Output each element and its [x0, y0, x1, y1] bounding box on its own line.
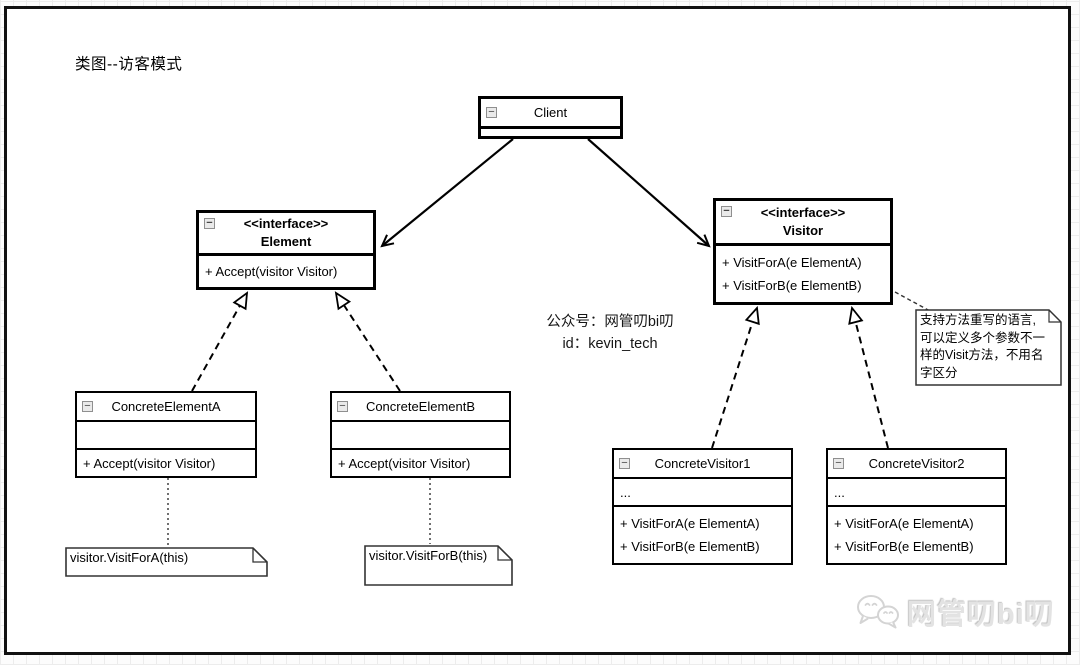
class-concrete-element-a[interactable]: − ConcreteElementA + Accept(visitor Visi…: [75, 391, 257, 478]
watermark-line1: 公众号：网管叨bi叨: [546, 314, 674, 330]
class-element[interactable]: − <<interface>> Element + Accept(visitor…: [196, 210, 376, 290]
wechat-icon: [857, 595, 899, 629]
center-watermark: 公众号：网管叨bi叨 id：kevin_tech: [500, 311, 720, 355]
collapse-icon[interactable]: −: [721, 206, 732, 217]
class-visitor-name: Visitor: [782, 223, 824, 238]
class-concrete-visitor-2-name: ConcreteVisitor2: [868, 456, 965, 471]
class-concrete-visitor-1-fields: ...: [614, 477, 791, 505]
class-concrete-element-b-method: + Accept(visitor Visitor): [332, 448, 509, 476]
class-client[interactable]: − Client: [478, 96, 623, 139]
collapse-icon[interactable]: −: [337, 401, 348, 412]
note-shape: [364, 545, 513, 586]
collapse-icon[interactable]: −: [833, 458, 844, 469]
class-concrete-element-b[interactable]: − ConcreteElementB + Accept(visitor Visi…: [330, 391, 511, 478]
class-concrete-visitor-2-method: + VisitForA(e ElementA): [834, 515, 974, 531]
watermark-line2: id：kevin_tech: [562, 336, 658, 352]
collapse-icon[interactable]: −: [204, 218, 215, 229]
class-client-name: Client: [533, 105, 568, 120]
realization-concreteelementa-element: [191, 291, 249, 392]
class-concrete-element-a-method: + Accept(visitor Visitor): [77, 448, 255, 476]
brand-watermark: 网管叨bi叨: [856, 591, 1055, 633]
note-text: 支持方法重写的语言,可以定义多个参数不一样的Visit方法，不用名字区分: [920, 313, 1046, 380]
collapse-icon[interactable]: −: [619, 458, 630, 469]
class-visitor-method: + VisitForA(e ElementA): [722, 254, 862, 270]
class-element-name: Element: [260, 234, 312, 249]
class-concrete-visitor-1[interactable]: − ConcreteVisitor1 ... + VisitForA(e Ele…: [612, 448, 793, 565]
class-visitor[interactable]: − <<interface>> Visitor + VisitForA(e El…: [713, 198, 893, 305]
class-visitor-stereotype: <<interface>>: [760, 205, 846, 220]
class-visitor-method: + VisitForB(e ElementB): [722, 278, 862, 294]
class-concrete-visitor-2-method: + VisitForB(e ElementB): [834, 539, 974, 555]
class-concrete-element-a-empty-compartment: [77, 420, 255, 448]
note-shape: [65, 547, 268, 577]
collapse-icon[interactable]: −: [82, 401, 93, 412]
class-element-stereotype: <<interface>>: [243, 216, 329, 231]
class-concrete-element-b-name: ConcreteElementB: [365, 399, 476, 414]
association-client-element: [380, 138, 514, 248]
uml-note-visitforb[interactable]: visitor.VisitForB(this): [364, 545, 513, 586]
page-title: 类图--访客模式: [75, 56, 183, 73]
class-client-empty-compartment: [481, 126, 620, 136]
uml-note-visitfora[interactable]: visitor.VisitForA(this): [65, 547, 268, 577]
class-concrete-visitor-2[interactable]: − ConcreteVisitor2 ... + VisitForA(e Ele…: [826, 448, 1007, 565]
class-concrete-element-b-empty-compartment: [332, 420, 509, 448]
class-concrete-visitor-1-method: + VisitForA(e ElementA): [620, 515, 760, 531]
realization-concretevisitor1-visitor: [711, 305, 760, 449]
realization-concretevisitor2-visitor: [848, 305, 889, 449]
note-shape: [915, 309, 1062, 386]
brand-watermark-text: 网管叨bi叨: [907, 599, 1055, 631]
association-client-visitor: [587, 138, 711, 248]
class-concrete-visitor-1-name: ConcreteVisitor1: [654, 456, 751, 471]
class-element-method: + Accept(visitor Visitor): [199, 253, 373, 287]
realization-concreteelementb-element: [334, 291, 401, 392]
note-text: visitor.VisitForB(this): [369, 548, 488, 563]
class-concrete-element-a-name: ConcreteElementA: [111, 399, 221, 414]
note-text: visitor.VisitForA(this): [70, 550, 189, 565]
class-concrete-visitor-1-method: + VisitForB(e ElementB): [620, 539, 760, 555]
class-concrete-visitor-2-fields: ...: [828, 477, 1005, 505]
uml-note-overload-remark[interactable]: 支持方法重写的语言,可以定义多个参数不一样的Visit方法，不用名字区分: [915, 309, 1062, 386]
collapse-icon[interactable]: −: [486, 107, 497, 118]
